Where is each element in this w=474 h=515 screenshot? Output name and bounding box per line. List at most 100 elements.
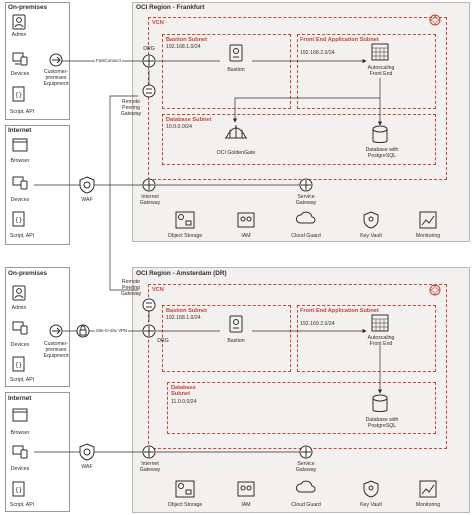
service-iam-bottom: IAM: [241, 502, 251, 508]
bastion-label-top: Bastion: [227, 67, 245, 73]
browser-label-top: Browser: [10, 158, 30, 164]
service-gateway-icon: [299, 445, 313, 459]
browser-icon: [12, 408, 28, 422]
frontend-subnet-title-bottom: Front End Application Subnet: [300, 308, 379, 314]
drg-label-top: DRG: [143, 46, 155, 52]
iam-icon: [237, 481, 255, 497]
service-monitoring-top: Monitoring: [415, 233, 441, 239]
region-amsterdam: [132, 267, 470, 513]
drg-icon: [142, 324, 156, 338]
devices-icon: [12, 176, 28, 190]
browser-icon: [12, 138, 28, 152]
bastion-icon: [229, 44, 243, 62]
object-storage-icon: [175, 480, 195, 498]
service-key-vault-bottom: Key Vault: [360, 502, 382, 508]
autoscaling-icon: [371, 43, 389, 61]
database-icon: [372, 394, 388, 412]
bastion-subnet-top: [162, 34, 291, 109]
rpg-label-bottom: Remote Peering Gateway: [120, 279, 142, 297]
autoscaling-label-bottom: Autoscaling Front End: [367, 335, 395, 347]
key-vault-icon: [363, 211, 379, 229]
internet-title-top: Internet: [8, 127, 32, 134]
database-icon: [372, 125, 388, 143]
vpn-label: Site-to-site VPN: [95, 328, 129, 333]
onprem-title-bottom: On-premises: [8, 270, 48, 277]
service-object-storage-top: Object Storage: [167, 233, 203, 239]
service-iam-top: IAM: [241, 233, 251, 239]
svg-text:{}: {}: [15, 92, 22, 99]
cloud-guard-icon: [296, 480, 316, 493]
cloud-guard-icon: [296, 211, 316, 224]
svg-text:{}: {}: [15, 217, 22, 224]
admin-label-bottom: Admin: [11, 305, 27, 311]
vcn-top: [148, 17, 447, 180]
database-label-bottom: Database with PostgreSQL: [365, 417, 399, 429]
bastion-subnet-title-top: Bastion Subnet: [166, 37, 208, 43]
cpe-icon: [49, 324, 63, 338]
script-api-icon: {}: [12, 481, 25, 497]
vcn-label-top: VCN: [152, 20, 164, 26]
drg-label-bottom: DRG: [157, 338, 169, 344]
database-subnet-top: [162, 114, 436, 165]
devices-label-internet-bottom: Devices: [10, 466, 30, 472]
vcn-label-bottom: VCN: [152, 287, 164, 293]
cpe-icon: [49, 53, 63, 67]
monitoring-icon: [419, 211, 437, 229]
goldengate-icon: [225, 125, 247, 139]
frontend-subnet-cidr-bottom: 192.169.2.0/24: [300, 321, 335, 327]
db-to-goldengate-top: [232, 97, 380, 123]
devices-icon: [12, 321, 28, 335]
waf-icon: [79, 443, 95, 461]
drg-icon: [142, 54, 156, 68]
browser-label-bottom: Browser: [10, 430, 30, 436]
devices-label-top: Devices: [10, 71, 30, 77]
frontend-subnet-bottom: [297, 305, 436, 372]
region-title-bottom: OCI Region - Amsterdam (DR): [136, 270, 227, 277]
bastion-subnet-title-bottom: Bastion Subnet: [166, 308, 208, 314]
rpg-label-top: Remote Peering Gateway: [120, 99, 142, 117]
waf-icon: [79, 176, 95, 194]
internet-title-bottom: Internet: [8, 395, 32, 402]
database-subnet-cidr-top: 10.0.0.0/24: [166, 124, 192, 130]
database-subnet-title-top: Database Subnet: [166, 117, 212, 123]
oracle-logo-icon: [429, 284, 441, 296]
service-gateway-icon: [299, 178, 313, 192]
iam-icon: [237, 212, 255, 228]
remote-peering-link: [109, 95, 138, 291]
region-frankfurt: [132, 2, 470, 242]
database-subnet-title-bottom: Database Subnet: [171, 385, 196, 397]
admin-icon: [12, 285, 26, 301]
waf-label-top: WAF: [81, 197, 93, 203]
remote-peering-gateway-icon: [142, 84, 156, 98]
object-storage-icon: [175, 211, 195, 229]
igw-label-top: Internet Gateway: [139, 194, 161, 206]
bastion-subnet-bottom: [162, 305, 291, 372]
frontend-subnet-title-top: Front End Application Subnet: [300, 37, 379, 43]
database-label-top: Database with PostgreSQL: [365, 147, 399, 159]
region-title-top: OCI Region - Frankfurt: [136, 4, 205, 11]
service-object-storage-bottom: Object Storage: [167, 502, 203, 508]
script-label-internet-top: Script, API: [9, 233, 35, 239]
script-label-bottom: Script, API: [9, 377, 35, 383]
service-cloud-guard-top: Cloud Guard: [291, 233, 321, 239]
frontend-subnet-cidr-top: 192.168.2.0/24: [300, 50, 335, 56]
igw-label-bottom: Internet Gateway: [139, 461, 161, 473]
admin-icon: [12, 14, 26, 30]
sgw-label-top: Service Gateway: [295, 194, 317, 206]
bastion-subnet-cidr-top: 192.168.1.0/24: [166, 44, 201, 50]
internet-gateway-icon: [142, 178, 156, 192]
svg-text:{}: {}: [15, 487, 22, 494]
devices-icon: [12, 445, 28, 459]
remote-peering-gateway-icon: [142, 298, 156, 312]
script-label-internet-bottom: Script, API: [9, 502, 35, 508]
waf-label-bottom: WAF: [81, 464, 93, 470]
oracle-logo-icon: [429, 14, 441, 26]
devices-label-bottom: Devices: [10, 342, 30, 348]
vcn-bottom: [148, 284, 447, 449]
frontend-subnet-top: [297, 34, 436, 109]
database-subnet-cidr-bottom: 11.0.0.0/24: [171, 399, 197, 405]
key-vault-icon: [363, 480, 379, 498]
devices-icon: [12, 52, 28, 66]
